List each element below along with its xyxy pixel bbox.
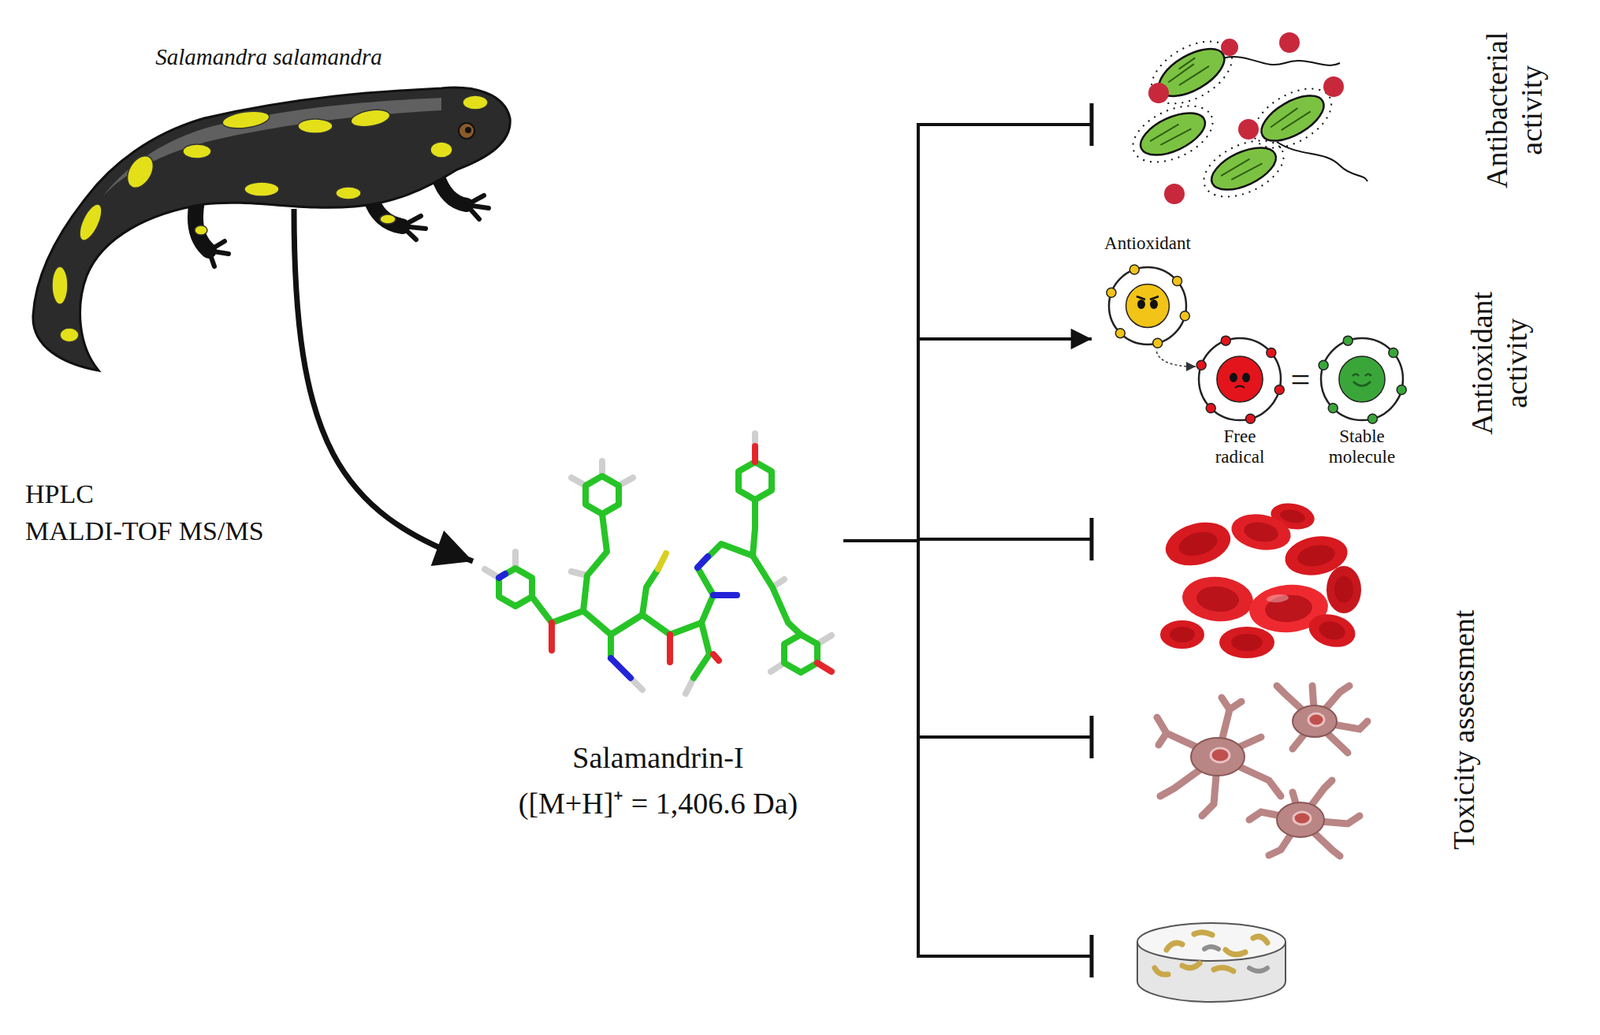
connector: [293, 208, 473, 566]
circle-label: Stable molecule: [1318, 426, 1406, 469]
activity-title: Antibacterial activity: [1480, 11, 1549, 209]
circle-label: Antioxidant: [1091, 233, 1204, 254]
connector: [843, 103, 1092, 541]
connector: [843, 540, 1092, 759]
cell-drawing: [1157, 685, 1368, 856]
activity-title: Toxicity assessment: [1447, 564, 1482, 896]
activity-panel: Antioxidant activity AntioxidantFree radi…: [1091, 228, 1589, 473]
petri-dish: [1137, 922, 1286, 1002]
method-label: MALDI-TOF MS/MS: [25, 516, 265, 547]
circle-label: Free radical: [1200, 426, 1280, 469]
red-blood-cells: [1160, 499, 1362, 659]
atom-symbol: [1318, 335, 1407, 424]
peptide-mass: ([M+H]⁺ = 1,406.6 Da): [472, 786, 844, 822]
peptide-name: Salamandrin-I: [472, 740, 844, 776]
peptide-model: [484, 433, 832, 694]
connector: [1156, 351, 1196, 372]
free-radical-circle: Free radical: [1195, 334, 1284, 485]
organism-panel: Salamandra salamandra: [20, 31, 518, 209]
toxicity-panel: Toxicity assessment: [1091, 496, 1589, 1025]
method-label: =: [1289, 359, 1312, 400]
atom-symbol: [1106, 264, 1190, 348]
species-name: Salamandra salamandra: [20, 44, 518, 71]
peptide-panel: Salamandrin-I ([M+H]⁺ = 1,406.6 Da): [472, 449, 844, 828]
connector: [843, 328, 1092, 541]
atom-symbol: [1196, 335, 1284, 424]
activity-panel: Antibacterial activity: [1091, 15, 1589, 221]
bacteria-drawing: [1123, 28, 1368, 209]
connector: [843, 540, 1092, 978]
stable-molecule-circle: Stable molecule: [1310, 334, 1414, 485]
antioxidant-circle: Antioxidant: [1091, 233, 1204, 352]
method-label: HPLC: [25, 479, 94, 510]
activity-title: Antioxidant activity: [1465, 264, 1534, 462]
salamander-drawing: [33, 87, 510, 371]
